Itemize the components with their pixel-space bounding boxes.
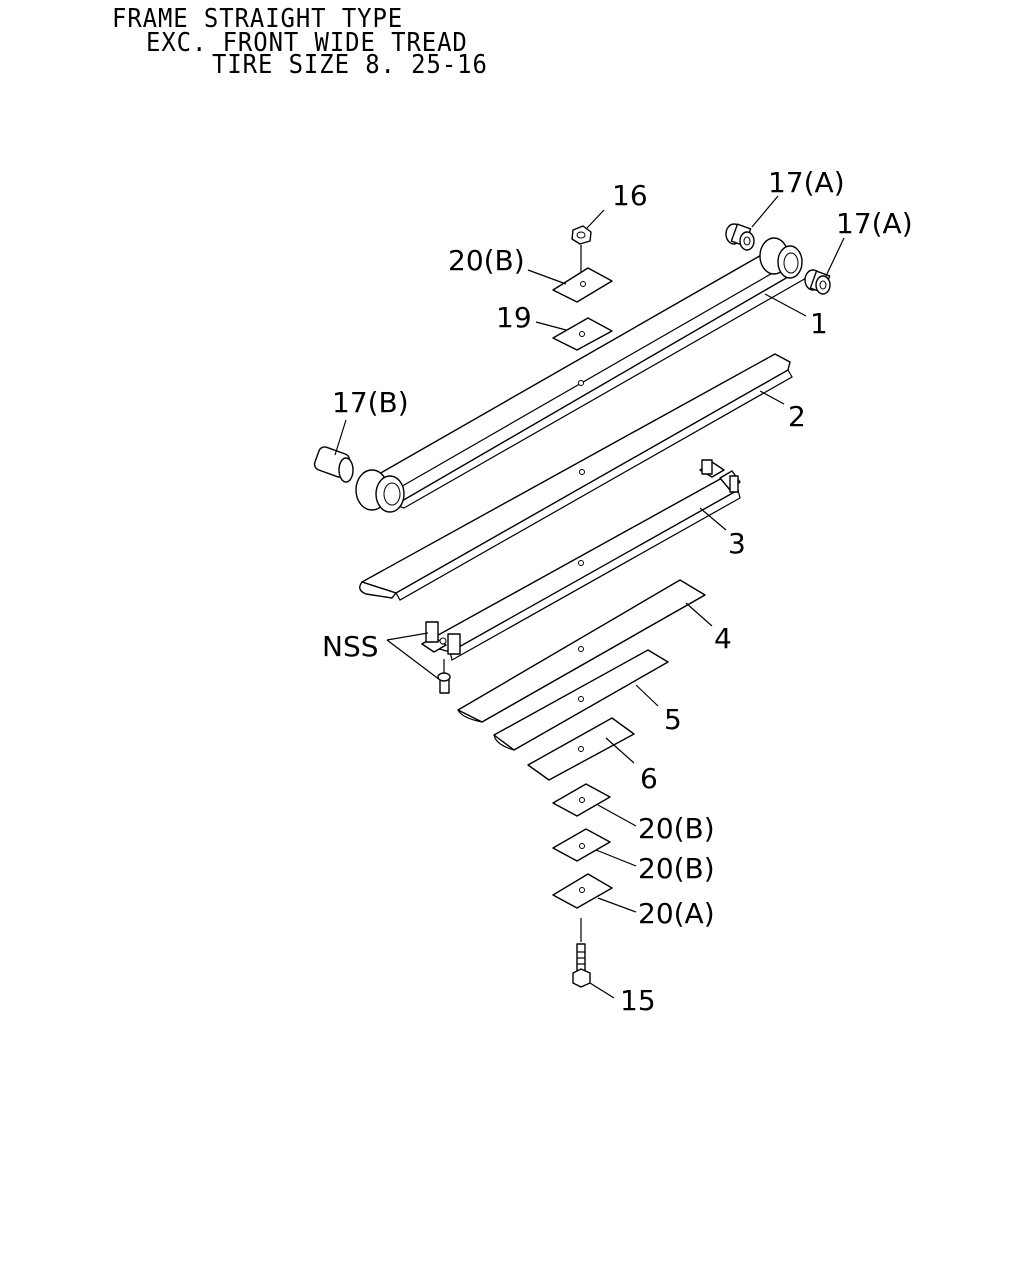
callout-17a-top: 17(A) <box>768 166 845 199</box>
part-20b-top-plate <box>552 267 613 303</box>
callout-3: 3 <box>728 527 746 560</box>
part-20b-plate-2 <box>552 828 611 862</box>
part-16-nut <box>571 225 592 276</box>
header-line-3: TIRE SIZE 8. 25-16 <box>212 50 488 80</box>
part-19-plate <box>552 317 613 351</box>
callout-20a: 20(A) <box>638 897 715 930</box>
callout-20b-1: 20(B) <box>638 812 715 845</box>
callout-nss: NSS <box>322 630 379 663</box>
part-17a-right-bushing <box>804 269 831 295</box>
callout-17b: 17(B) <box>332 386 409 419</box>
callout-5: 5 <box>664 703 682 736</box>
part-17b-bushing <box>313 446 354 483</box>
part-17a-top-bushing <box>725 223 755 251</box>
callout-19: 19 <box>496 301 532 334</box>
callout-20b-top: 20(B) <box>448 244 525 277</box>
part-3-clip-leaf <box>421 459 741 661</box>
leader-lines <box>334 195 845 999</box>
callout-17a-right: 17(A) <box>836 207 913 240</box>
part-20a-plate <box>552 873 613 909</box>
part-4-leaf <box>457 579 706 723</box>
callout-15: 15 <box>620 984 656 1017</box>
callout-2: 2 <box>788 400 806 433</box>
callout-4: 4 <box>714 622 732 655</box>
part-15-center-bolt <box>572 918 591 988</box>
part-nss-bolt <box>437 659 451 694</box>
callout-16: 16 <box>612 179 648 212</box>
header-line-1: FRAME STRAIGHT TYPE <box>112 4 404 34</box>
callout-20b-2: 20(B) <box>638 852 715 885</box>
part-1-main-leaf <box>355 237 809 513</box>
callout-1: 1 <box>810 307 828 340</box>
part-2-second-leaf <box>359 353 793 601</box>
part-6-leaf <box>527 717 635 781</box>
part-20b-plate-1 <box>552 783 611 817</box>
header-line-2: EXC. FRONT WIDE TREAD <box>146 28 468 58</box>
part-5-leaf <box>493 649 669 751</box>
callout-6: 6 <box>640 762 658 795</box>
